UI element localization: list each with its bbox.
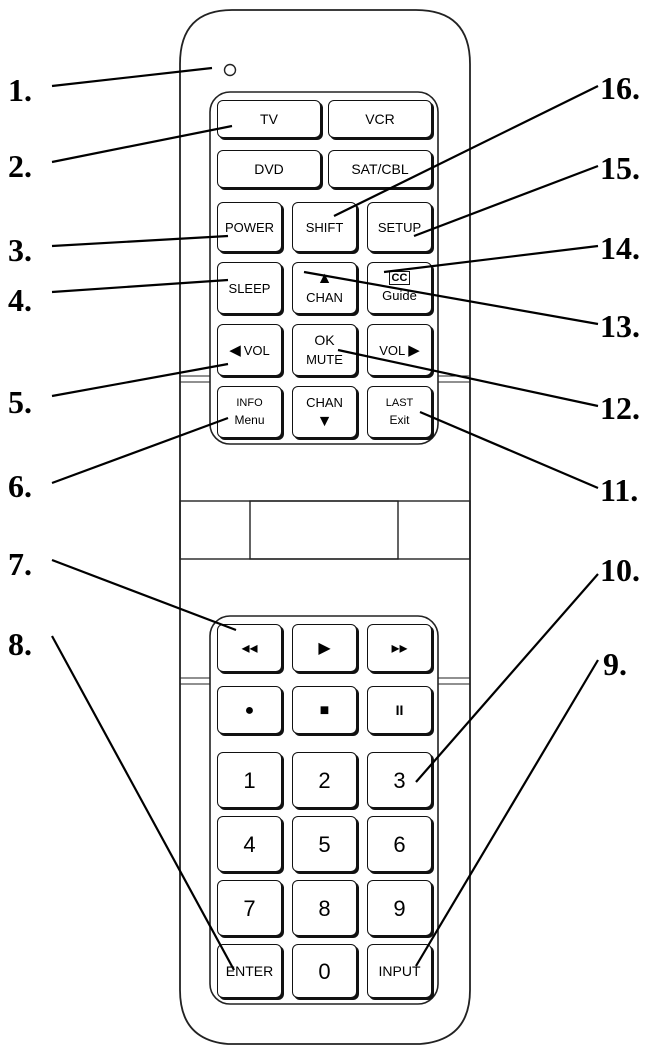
input-button[interactable]: INPUT xyxy=(367,944,432,998)
menu-label: Menu xyxy=(234,413,265,427)
digit-label: 3 xyxy=(393,767,406,793)
record-icon: ● xyxy=(244,701,255,719)
digit-label: 8 xyxy=(318,895,331,921)
digit-3-button[interactable]: 3 xyxy=(367,752,432,808)
callout-8: 8. xyxy=(8,626,32,662)
vcr-label: VCR xyxy=(365,110,395,127)
remote-body xyxy=(179,9,471,1045)
left-arrow-icon: ◀ xyxy=(229,341,241,359)
callout-15: 15. xyxy=(600,150,640,186)
digit-label: 5 xyxy=(318,831,331,857)
ok-label: OK xyxy=(314,332,335,348)
vol-down-label: VOL xyxy=(243,342,270,358)
vol-up-button[interactable]: VOL ▶ xyxy=(367,324,432,376)
callout-3: 3. xyxy=(8,232,32,268)
info-menu-button[interactable]: INFO Menu xyxy=(217,386,282,438)
guide-label: Guide xyxy=(382,288,417,303)
down-arrow-icon: ▼ xyxy=(316,413,333,430)
tv-label: TV xyxy=(260,110,278,127)
digit-label: 4 xyxy=(243,831,256,857)
digit-5-button[interactable]: 5 xyxy=(292,816,357,872)
digit-6-button[interactable]: 6 xyxy=(367,816,432,872)
fast-forward-button[interactable]: ▸▸ xyxy=(367,624,432,672)
stop-icon: ■ xyxy=(319,701,330,719)
record-button[interactable]: ● xyxy=(217,686,282,734)
callout-6: 6. xyxy=(8,468,32,504)
exit-label: Exit xyxy=(389,413,410,427)
pause-icon: II xyxy=(395,701,404,718)
callout-10: 10. xyxy=(600,552,640,588)
rewind-button[interactable]: ◂◂ xyxy=(217,624,282,672)
cc-guide-button[interactable]: CC Guide xyxy=(367,262,432,314)
setup-button[interactable]: SETUP xyxy=(367,202,432,252)
right-arrow-icon: ▶ xyxy=(408,341,420,359)
digit-label: 6 xyxy=(393,831,406,857)
sat-cbl-button[interactable]: SAT/CBL xyxy=(328,150,432,188)
chan-down-button[interactable]: CHAN ▼ xyxy=(292,386,357,438)
shift-label: SHIFT xyxy=(305,219,344,235)
chan-down-label: CHAN xyxy=(306,395,343,410)
shift-button[interactable]: SHIFT xyxy=(292,202,357,252)
chan-up-button[interactable]: ▲ CHAN xyxy=(292,262,357,314)
last-exit-button[interactable]: LAST Exit xyxy=(367,386,432,438)
digit-1-button[interactable]: 1 xyxy=(217,752,282,808)
callout-9: 9. xyxy=(603,646,627,682)
play-icon: ▶ xyxy=(318,639,331,657)
power-label: POWER xyxy=(224,219,275,235)
slider-window xyxy=(249,500,399,560)
callout-4: 4. xyxy=(8,282,32,318)
digit-4-button[interactable]: 4 xyxy=(217,816,282,872)
callout-7: 7. xyxy=(8,546,32,582)
digit-0-button[interactable]: 0 xyxy=(292,944,357,998)
play-button[interactable]: ▶ xyxy=(292,624,357,672)
closed-caption-icon: CC xyxy=(388,271,411,285)
up-arrow-icon: ▲ xyxy=(316,270,333,287)
vcr-button[interactable]: VCR xyxy=(328,100,432,138)
info-label: INFO xyxy=(236,397,263,409)
callout-16: 16. xyxy=(600,70,640,106)
enter-button[interactable]: ENTER xyxy=(217,944,282,998)
callout-14: 14. xyxy=(600,230,640,266)
input-label: INPUT xyxy=(378,962,421,979)
vol-up-label: VOL xyxy=(379,342,406,358)
last-label: LAST xyxy=(385,397,414,409)
sat-cbl-label: SAT/CBL xyxy=(351,160,409,177)
callout-2: 2. xyxy=(8,148,32,184)
digit-label: 9 xyxy=(393,895,406,921)
setup-label: SETUP xyxy=(377,219,422,235)
fast-forward-icon: ▸▸ xyxy=(391,639,408,657)
callout-12: 12. xyxy=(600,390,640,426)
chan-up-label: CHAN xyxy=(306,290,343,305)
digit-label: 2 xyxy=(318,767,331,793)
digit-8-button[interactable]: 8 xyxy=(292,880,357,936)
callout-13: 13. xyxy=(600,308,640,344)
stop-button[interactable]: ■ xyxy=(292,686,357,734)
led-indicator xyxy=(223,63,237,77)
pause-button[interactable]: II xyxy=(367,686,432,734)
digit-label: 0 xyxy=(318,958,331,984)
sleep-label: SLEEP xyxy=(228,280,271,296)
slider-panel xyxy=(179,500,471,560)
callout-5: 5. xyxy=(8,384,32,420)
digit-9-button[interactable]: 9 xyxy=(367,880,432,936)
dvd-label: DVD xyxy=(254,160,284,177)
digit-2-button[interactable]: 2 xyxy=(292,752,357,808)
digit-7-button[interactable]: 7 xyxy=(217,880,282,936)
mute-label: MUTE xyxy=(306,352,343,367)
digit-label: 1 xyxy=(243,767,256,793)
sleep-button[interactable]: SLEEP xyxy=(217,262,282,314)
tv-button[interactable]: TV xyxy=(217,100,321,138)
dvd-button[interactable]: DVD xyxy=(217,150,321,188)
rewind-icon: ◂◂ xyxy=(241,639,258,657)
digit-label: 7 xyxy=(243,895,256,921)
ok-mute-button[interactable]: OK MUTE xyxy=(292,324,357,376)
power-button[interactable]: POWER xyxy=(217,202,282,252)
vol-down-button[interactable]: ◀ VOL xyxy=(217,324,282,376)
callout-1: 1. xyxy=(8,72,32,108)
callout-11: 11. xyxy=(600,472,639,508)
enter-label: ENTER xyxy=(225,962,274,979)
